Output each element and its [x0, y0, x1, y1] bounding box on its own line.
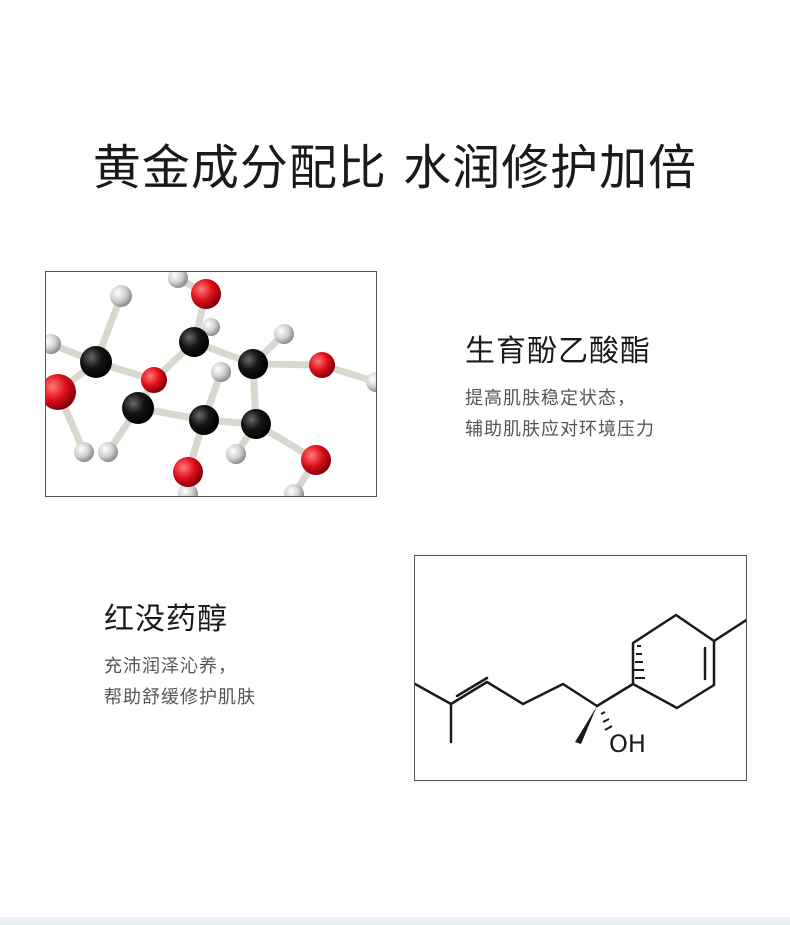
molecule-atoms	[46, 272, 376, 496]
ingredient-2-name: 红没药醇	[104, 602, 228, 637]
oxygen-atom	[309, 352, 335, 378]
ingredient-1-desc-line-2: 辅助肌肤应对环境压力	[465, 419, 655, 440]
formula-bonds	[415, 613, 746, 744]
structural-formula-image: OH	[414, 555, 747, 781]
hydrogen-atom	[202, 318, 220, 336]
ingredient-2-description: 充沛润泽沁养， 帮助舒缓修护肌肤	[104, 651, 256, 713]
ingredient-2-desc-line-2: 帮助舒缓修护肌肤	[104, 687, 256, 708]
hydrogen-atom	[274, 324, 294, 344]
ingredient-2-desc-line-1: 充沛润泽沁养，	[104, 656, 237, 677]
hydrogen-atom	[74, 442, 94, 462]
hashed-bond-oh	[600, 711, 613, 731]
ingredient-1-desc-line-1: 提高肌肤稳定状态，	[465, 388, 636, 409]
hydrogen-atom	[211, 362, 231, 382]
molecule-model-image	[45, 271, 377, 497]
skeletal-formula: OH	[415, 613, 746, 758]
page-title: 黄金成分配比 水润修护加倍	[92, 140, 698, 196]
oxygen-atom	[46, 374, 76, 410]
carbon-atom	[189, 405, 219, 435]
hydrogen-atom	[46, 334, 61, 354]
oxygen-atom	[141, 367, 167, 393]
hashed-bond	[634, 645, 645, 679]
wedge-bond	[575, 706, 597, 744]
hydrogen-atom	[98, 442, 118, 462]
ingredient-1-name: 生育酚乙酸酯	[465, 334, 651, 369]
hydrogen-atom	[366, 372, 376, 392]
carbon-atom	[122, 392, 154, 424]
hydrogen-atom	[168, 272, 188, 288]
carbon-atom	[241, 409, 271, 439]
oxygen-atom	[173, 457, 203, 487]
oxygen-atom	[191, 279, 221, 309]
bottom-divider	[0, 917, 790, 925]
carbon-atom	[238, 349, 268, 379]
hydrogen-atom	[226, 444, 246, 464]
hydroxyl-label: OH	[609, 730, 646, 758]
ball-and-stick-molecule	[46, 272, 376, 496]
carbon-atom	[80, 346, 112, 378]
hydrogen-atom	[284, 484, 304, 496]
carbon-atom	[179, 327, 209, 357]
ingredient-1-description: 提高肌肤稳定状态， 辅助肌肤应对环境压力	[465, 383, 655, 445]
hydrogen-atom	[178, 484, 198, 496]
oxygen-atom	[301, 445, 331, 475]
hydrogen-atom	[110, 285, 132, 307]
